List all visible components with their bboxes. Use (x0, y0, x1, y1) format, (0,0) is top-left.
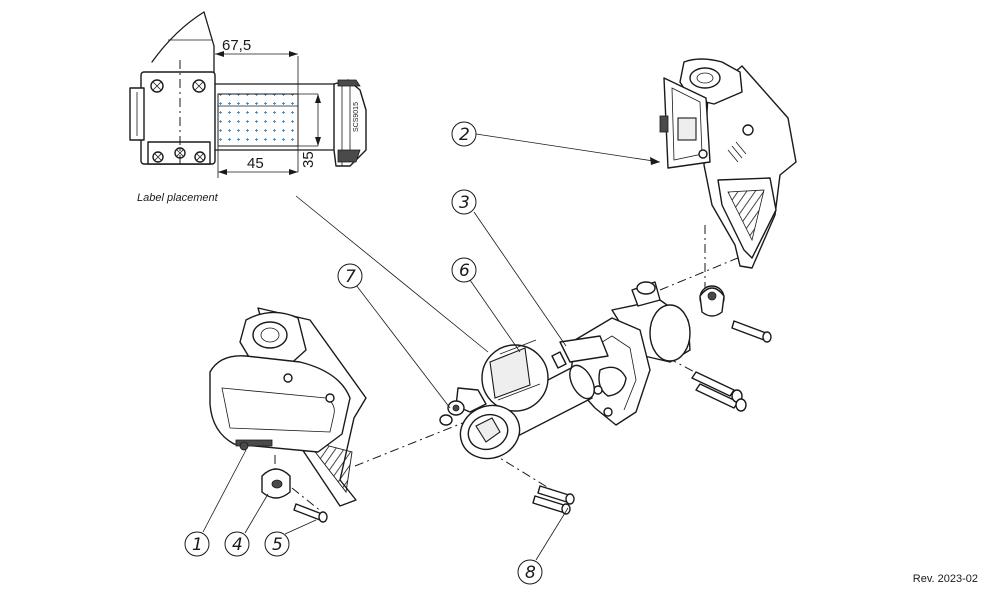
callout-leaders (202, 133, 661, 561)
callout-4: 4 (224, 531, 250, 557)
callout-6: 6 (451, 257, 477, 283)
svg-text:7: 7 (345, 267, 356, 287)
inset-caption: Label placement (137, 192, 219, 204)
inset-leader (295, 195, 489, 353)
svg-text:4: 4 (232, 535, 243, 555)
detail-magnifier (481, 339, 549, 412)
callout-1: 1 (184, 531, 210, 557)
callout-3: 3 (451, 189, 477, 215)
dimension-67-5: 67,5 (222, 37, 251, 54)
lower-housing (209, 307, 367, 523)
tube-screws (532, 485, 575, 515)
svg-text:3: 3 (459, 193, 470, 213)
callout-8: 8 (517, 559, 543, 585)
side-marking: SCS9015 (353, 102, 360, 132)
svg-text:1: 1 (192, 535, 203, 555)
svg-text:5: 5 (272, 535, 283, 555)
svg-text:6: 6 (459, 261, 470, 281)
dimension-45: 45 (247, 155, 264, 172)
upper-bracket (659, 58, 797, 343)
revision-label: Rev. 2023-02 (912, 573, 978, 585)
callout-2: 2 (451, 121, 477, 147)
svg-text:2: 2 (459, 125, 470, 145)
callout-5: 5 (264, 531, 290, 557)
dimension-35: 35 (300, 151, 317, 168)
svg-text:8: 8 (525, 563, 536, 583)
label-placement-inset: SCS9015 67,5 45 35 Label placement (129, 11, 367, 204)
end-ring (439, 387, 521, 460)
callout-7: 7 (337, 263, 363, 289)
